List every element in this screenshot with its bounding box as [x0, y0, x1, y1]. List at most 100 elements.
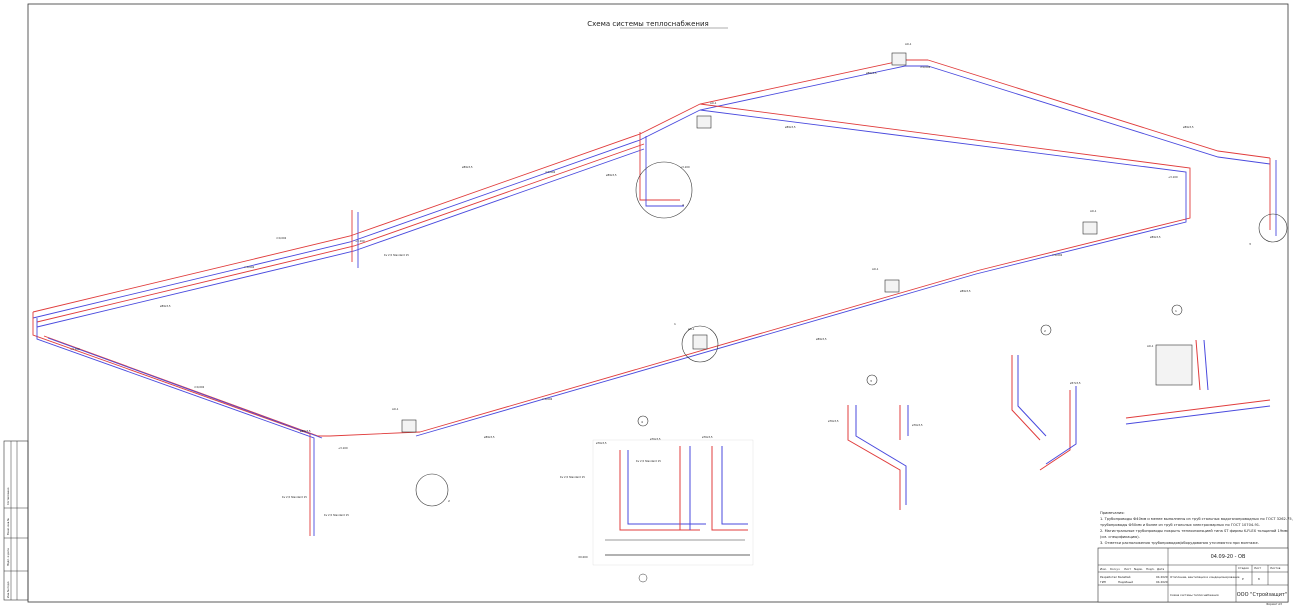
sheet-frame — [27, 3, 1289, 603]
supply-pipe-right — [419, 103, 1191, 433]
callout-number: 3 — [1249, 242, 1251, 246]
slope-label: i=0,002 — [545, 170, 556, 174]
return-pipe-right — [415, 109, 1187, 437]
stamp-company: ООО "Стройзащит" — [1237, 591, 1287, 598]
elevation-labels: +3.100 +3.100 +3.100 +3.100 +3.100 — [70, 165, 1178, 450]
stamp-row-head: Дата — [1157, 567, 1165, 571]
return-pipe-left-2 — [47, 337, 323, 439]
slope-label: i=0,002 — [244, 265, 255, 269]
detail-view-1: 1 — [1125, 304, 1271, 425]
slope-label: i=0,002 — [194, 385, 205, 389]
stamp-project: Отопление, вентиляция и кондиционировани… — [1170, 575, 1240, 579]
side-table-cell-2: Взам. инв.№ — [6, 518, 10, 535]
pipe-label: ø89х3,5 — [1150, 235, 1161, 239]
callout-marks: 1 2 3 4 — [448, 203, 1251, 503]
drawing-title: Схема системы теплоснабжения — [587, 20, 709, 28]
unit-label: АО-1 — [1090, 209, 1097, 213]
unit-label: АО-1 — [1147, 344, 1154, 348]
return-pipe-left — [36, 318, 315, 536]
supply-pipe-top-left-2 — [36, 143, 645, 323]
detail-circles — [415, 161, 1288, 507]
stamp-sheet-title: Схема системы теплоснабжения — [1170, 593, 1219, 597]
notes-line: 1. Трубопроводы Ф40мм и менее выполнены … — [1100, 517, 1293, 521]
side-table-cell-3: Согласовано — [6, 487, 10, 505]
unit-box — [401, 419, 417, 433]
pipe-label: ø89х3,5 — [816, 337, 827, 341]
pipe-network — [32, 59, 1277, 536]
stamp-sheets-head: Листов — [1270, 566, 1281, 570]
elevation-label: +3.100 — [338, 446, 348, 450]
supply-pipe-left-2 — [43, 335, 319, 437]
slope-label: i=0,002 — [920, 65, 931, 69]
unit-box — [692, 334, 708, 350]
pipe-label: ø76х3,5 — [702, 435, 713, 439]
unit-box — [891, 52, 907, 66]
notes-heading: Примечания: — [1100, 511, 1125, 515]
pipe-label: ø89х3,5 — [484, 435, 495, 439]
unit-label: АО-1 — [905, 42, 912, 46]
detail-number: 4 — [641, 420, 643, 424]
detail-view-2: 2 ø57х3,5 — [1011, 324, 1081, 471]
return-riser-center — [645, 136, 684, 207]
detail-number: 2 — [1044, 329, 1046, 333]
ground-level: ±0.000 — [578, 555, 588, 559]
notes-line: 2. Магистральные трубопроводы покрыть те… — [1100, 529, 1288, 533]
callout-number: 4 — [682, 203, 684, 207]
valve-label: Kv 2,5 Standard 15 — [384, 253, 409, 257]
pipe-label: ø89х3,5 — [866, 71, 877, 75]
detail-number: 3 — [870, 379, 872, 383]
return-pipe-top-right — [927, 65, 1271, 165]
notes-block: Примечания: 1. Трубопроводы Ф40мм и мене… — [1100, 511, 1293, 545]
unit-label: АО-1 — [872, 267, 879, 271]
notes-line: (см. спецификацию). — [1100, 535, 1140, 539]
unit-box — [696, 115, 712, 129]
elevation-label: +3.100 — [70, 347, 80, 351]
stamp-date: 04.2020 — [1156, 575, 1168, 579]
stamp-code: 04.09-20 - ОВ — [1211, 554, 1246, 560]
pipe-label: ø89х3,5 — [1183, 125, 1194, 129]
elevation-label: +3.100 — [355, 239, 365, 243]
side-table-cell-0: Инв.№ подл. — [6, 581, 10, 598]
callout-number: 2 — [448, 499, 450, 503]
supply-pipe-top-left — [32, 59, 928, 313]
unit-label: АО-1 — [710, 101, 717, 105]
slope-label: i=0,002 — [1052, 253, 1063, 257]
pipe-label: ø76х3,5 — [828, 419, 839, 423]
side-table-cell-1: Подп. и дата — [6, 548, 10, 566]
pipe-labels: ø89х3,5 ø89х3,5 ø89х3,5 ø89х3,5 ø89х3,5 … — [160, 71, 1194, 439]
supply-pipe-left — [32, 312, 311, 536]
unit-box — [884, 279, 900, 293]
elevation-label: +3.100 — [1168, 175, 1178, 179]
pipe-label: ø89х3,5 — [462, 165, 473, 169]
stamp-row-head: №док. — [1134, 567, 1143, 571]
detail-number: 1 — [1175, 309, 1177, 313]
pipe-label: ø89х3,5 — [300, 429, 311, 433]
valve-labels: Kv 2,5 Standard 15 Kv 2,5 Standard 15 Kv… — [282, 253, 409, 517]
notes-line: 3. Отметки расположения трубопроводов/об… — [1100, 541, 1259, 545]
pipe-label: ø89х3,5 — [785, 125, 796, 129]
stamp-sheet: 8 — [1258, 577, 1260, 581]
stamp-name: Балабай — [1118, 575, 1131, 579]
stamp-name: Недобный — [1118, 580, 1133, 584]
stamp-sheet-head: Лист — [1254, 566, 1261, 570]
stamp-row-head: Изм. — [1100, 567, 1107, 571]
return-pipe-top-left-2 — [36, 148, 645, 328]
stamp-stage-head: Стадия — [1238, 566, 1249, 570]
notes-line: трубопроводы Ф50мм и более из труб сталь… — [1100, 523, 1260, 527]
pipe-label: ø57х3,5 — [1070, 381, 1081, 385]
slope-label: i=0,002 — [542, 397, 553, 401]
stamp-row-head: Лист — [1124, 567, 1131, 571]
pipe-label: ø89х3,5 — [960, 289, 971, 293]
valve-label: Kv 2,5 Standard 15 — [324, 513, 349, 517]
stamp-role: ГИП — [1100, 580, 1106, 584]
pipe-label: ø76х3,5 — [650, 437, 661, 441]
pipe-label: ø89х3,5 — [606, 173, 617, 177]
stamp-stage: Р — [1242, 577, 1244, 581]
pipe-label: ø76х3,5 — [912, 423, 923, 427]
detail-view-4: 4 ±0.000 Kv 2,5 Standard 15 Kv 2,5 Stand… — [560, 415, 754, 583]
detail-view-3: 3 ø76х3,5 ø76х3,5 — [828, 374, 923, 510]
valve-label: Kv 2,5 Standard 15 — [282, 495, 307, 499]
return-pipe-top-left — [32, 65, 928, 319]
unit-box — [1082, 221, 1098, 235]
